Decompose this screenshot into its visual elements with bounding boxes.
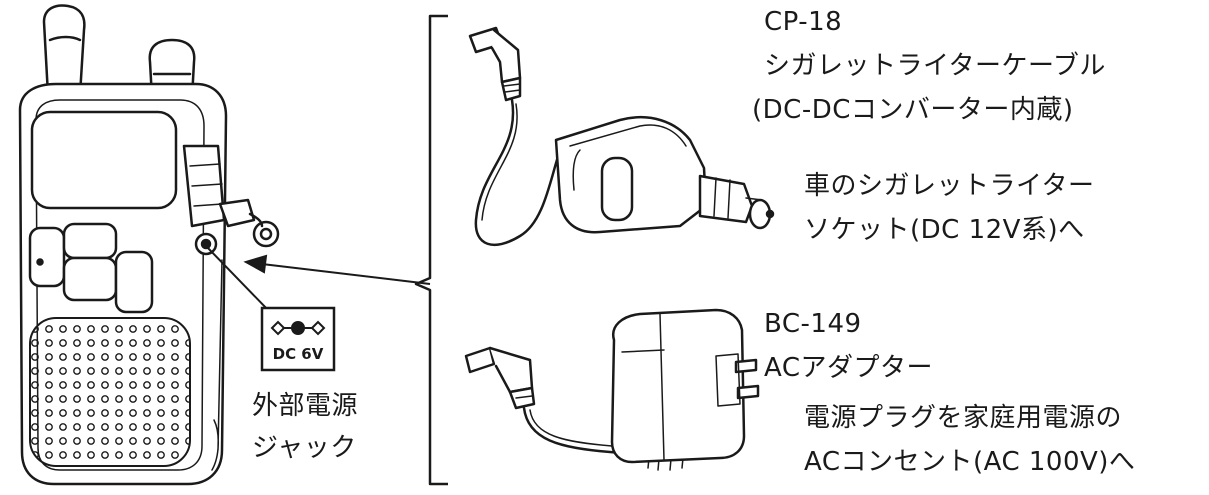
radio-key-right (114, 250, 154, 314)
radio-key-left (28, 226, 66, 288)
cp18-note: (DC-DCコンバーター内蔵) (752, 95, 1074, 125)
jack-caption-line2: ジャック (252, 433, 357, 463)
cigarette-lighter-cable (468, 26, 775, 246)
bc149-prong-top (734, 358, 758, 374)
handheld-radio (18, 4, 280, 486)
bc149-prong-bottom (736, 384, 760, 400)
cp18-lighter-plug (698, 174, 754, 224)
cp18-name: シガレットライターケーブル (764, 51, 1106, 81)
bc149-usage-line1: 電源プラグを家庭用電源の (804, 403, 1123, 433)
cp18-model: CP-18 (764, 7, 843, 37)
radio-antenna (42, 4, 86, 97)
jack-cap (218, 198, 256, 228)
radio-display (30, 110, 178, 210)
bc149-model: BC-149 (764, 309, 862, 339)
jack-plate-text: DC 6V (273, 345, 324, 363)
radio-key-center (62, 256, 118, 302)
jack-polarity-plate: DC 6V (260, 306, 336, 372)
jack-leader-line (205, 245, 271, 313)
bc149-body (610, 308, 746, 464)
radio-side-cover (182, 144, 226, 228)
accessory-bracket (414, 14, 448, 486)
radio-key-center-top (62, 222, 118, 260)
connection-arrow (243, 254, 431, 285)
bc149-plug (464, 346, 496, 374)
jack-caption-line1: 外部電源 (252, 391, 359, 421)
cp18-cable (474, 98, 562, 246)
ac-adapter (464, 308, 760, 471)
cp18-usage-line1: 車のシガレットライター (804, 171, 1095, 201)
radio-speaker-grille (29, 317, 191, 467)
bc149-name: ACアダプター (764, 353, 933, 383)
cp18-usage-line2: ソケット(DC 12V系)へ (804, 215, 1085, 245)
bc149-usage-line2: ACコンセント(AC 100V)へ (804, 447, 1136, 477)
